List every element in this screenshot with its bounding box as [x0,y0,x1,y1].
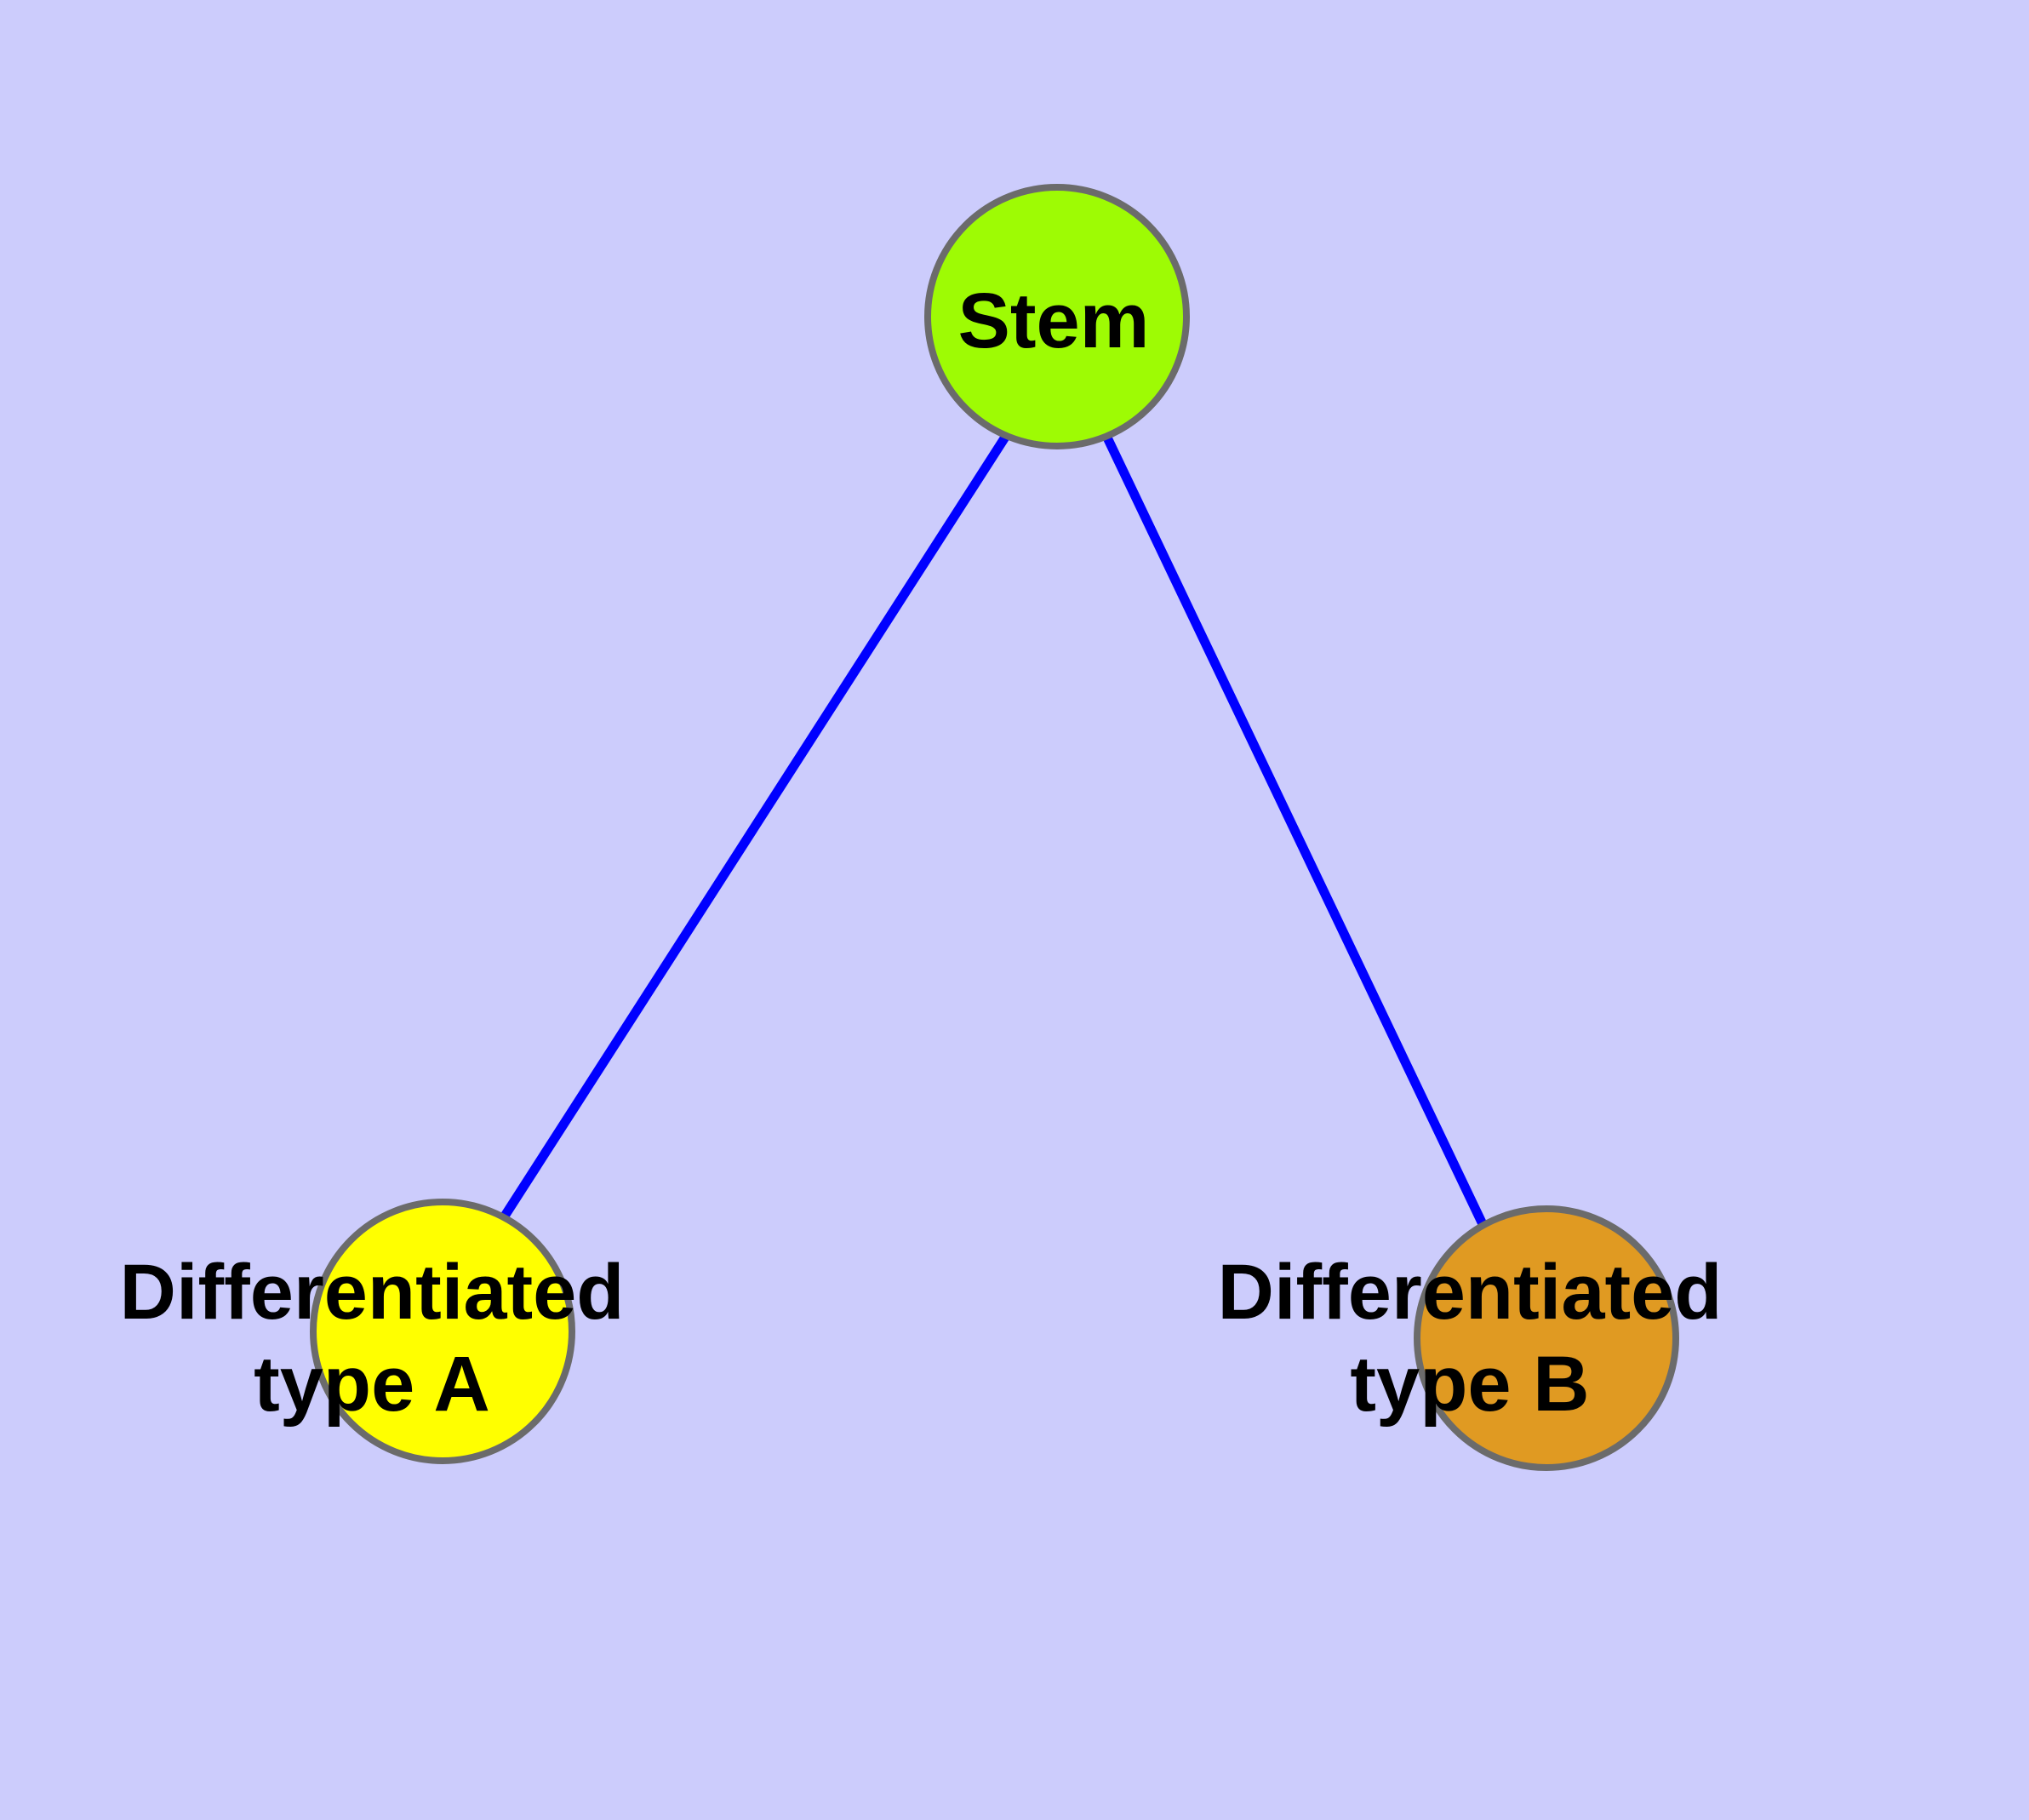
node-differentiated-type-b[interactable] [1414,1205,1679,1471]
node-stem-circle[interactable] [924,184,1190,449]
edge-stem-to-differentiated-type-b[interactable] [1102,433,1487,1227]
node-stem[interactable] [924,184,1190,449]
node-differentiated-type-a-label-line2: type A [254,1341,490,1428]
node-differentiated-type-a-label-line1: Differentiated [120,1249,625,1336]
node-differentiated-type-b-circle[interactable] [1414,1205,1679,1471]
node-differentiated-type-a[interactable] [310,1199,575,1464]
node-layer [310,184,1679,1471]
node-differentiated-type-b-label: Differentiated type B [1218,1249,1723,1428]
node-differentiated-type-a-label: Differentiated type A [120,1249,625,1428]
edge-layer [500,433,1487,1227]
edge-stem-to-differentiated-type-a[interactable] [500,433,1010,1220]
node-differentiated-type-b-label-line1: Differentiated [1218,1249,1723,1336]
label-layer: Stem Differentiated type A Differentiate… [120,278,1723,1428]
node-differentiated-type-a-circle[interactable] [310,1199,575,1464]
node-differentiated-type-b-label-line2: type B [1350,1341,1589,1428]
node-stem-label: Stem [958,278,1150,364]
